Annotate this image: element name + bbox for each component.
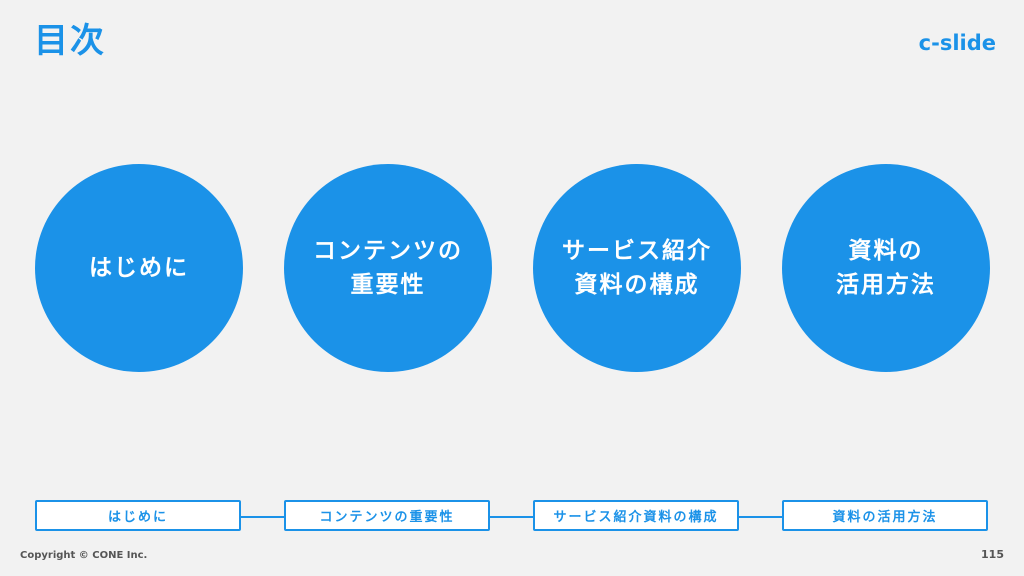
step-pill-content-importance: コンテンツの重要性 (284, 500, 490, 531)
copyright-text: Copyright © CONE Inc. (20, 550, 148, 561)
step-pill-service-doc-structure: サービス紹介資料の構成 (533, 500, 739, 531)
brand-logo-text: c-slide (918, 31, 996, 55)
step-pill-intro: はじめに (35, 500, 241, 531)
section-circle-intro: はじめに (35, 164, 243, 372)
section-circle-line1: はじめに (89, 255, 189, 281)
section-circle-service-doc-structure: サービス紹介 資料の構成 (533, 164, 741, 372)
section-circle-line1: 資料の (848, 238, 924, 264)
page-number: 115 (981, 548, 1004, 561)
section-circle-line2: 資料の構成 (574, 272, 700, 298)
step-connector (241, 516, 284, 518)
section-circle-line1: コンテンツの (313, 238, 463, 264)
section-circle-line1: サービス紹介 (562, 238, 712, 264)
section-circle-doc-usage: 資料の 活用方法 (782, 164, 990, 372)
section-circle-line2: 活用方法 (836, 272, 936, 298)
step-connector (739, 516, 782, 518)
section-circle-line2: 重要性 (350, 272, 426, 298)
step-pill-doc-usage: 資料の活用方法 (782, 500, 988, 531)
step-connector (490, 516, 533, 518)
section-circle-content-importance: コンテンツの 重要性 (284, 164, 492, 372)
slide-title: 目次 (34, 21, 106, 61)
